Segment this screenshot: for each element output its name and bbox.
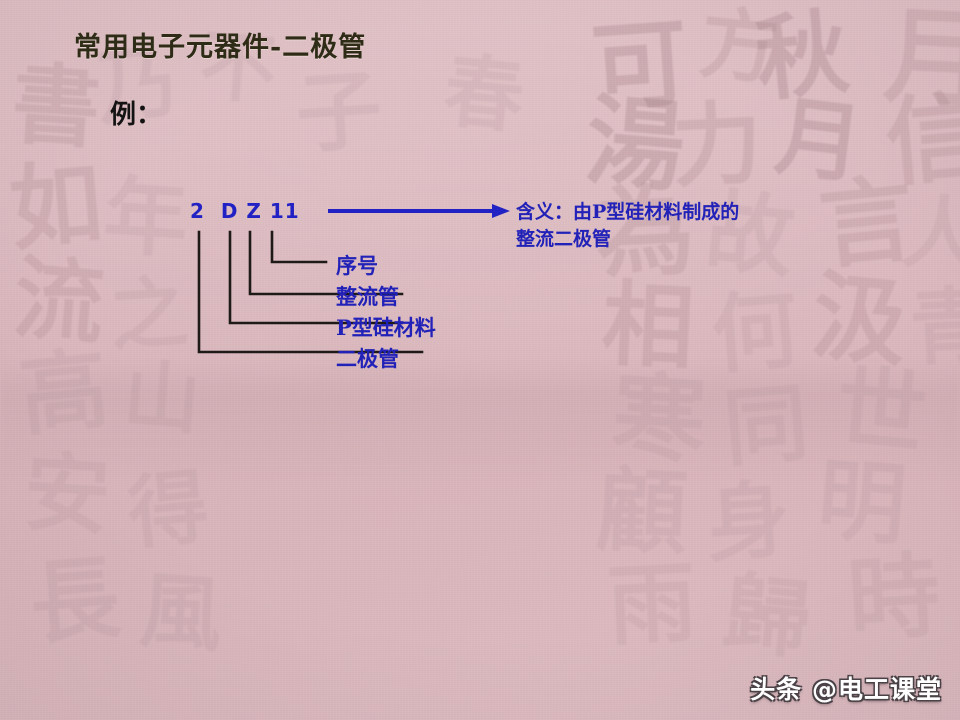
callout-label-p-type-silicon: P型硅材料 xyxy=(336,315,436,340)
callout-label-diode: 二极管 xyxy=(336,346,399,371)
ink-wash-band xyxy=(0,360,960,480)
arrow-right-icon xyxy=(328,204,510,218)
page-title: 常用电子元器件-二极管 xyxy=(74,32,367,63)
example-label: 例： xyxy=(110,100,163,130)
meaning-description: 含义：由P型硅材料制成的 整流二极管 xyxy=(516,201,740,250)
part-number-code: 2 D Z 11 xyxy=(190,199,300,223)
callout-label-rectifier-tube: 整流管 xyxy=(336,284,399,309)
callout-label-serial-number: 序号 xyxy=(336,253,378,278)
channel-watermark: 头条 @电工课堂 xyxy=(750,675,942,704)
bracket-leader-lines xyxy=(197,230,424,354)
